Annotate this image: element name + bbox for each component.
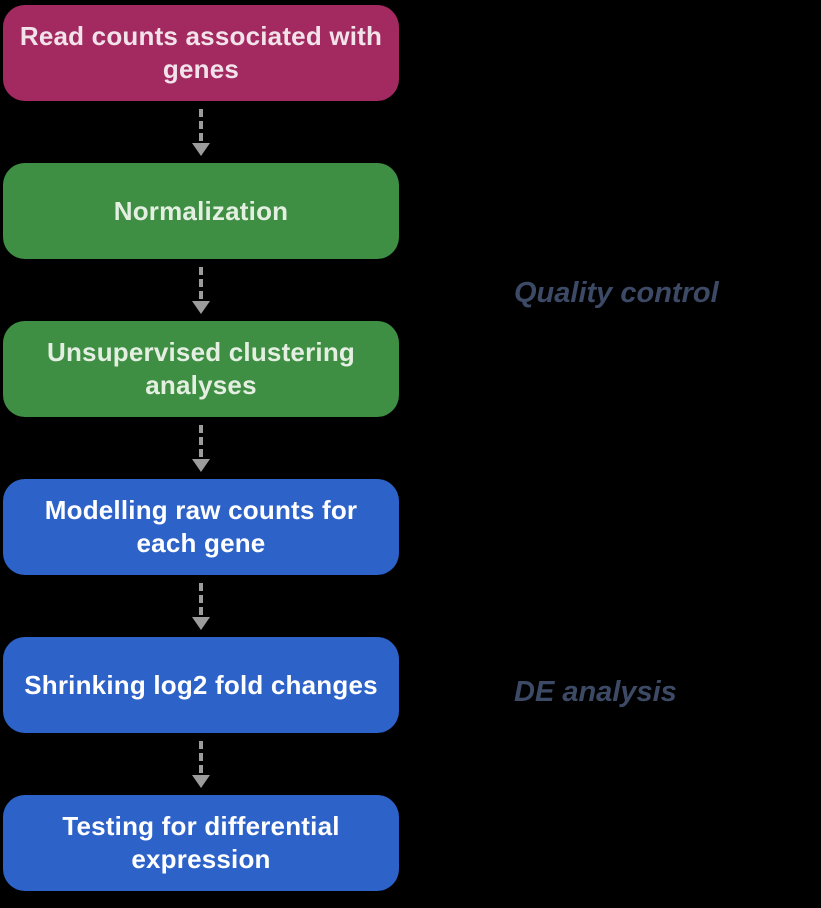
arrow-dash [199,424,203,457]
step-testing-differential-expression: Testing for differential expression [3,795,399,891]
annotation-de-analysis: DE analysis [514,676,677,708]
arrow-head [192,616,210,630]
arrow-head [192,142,210,156]
arrow-dash [199,582,203,615]
arrow-down-icon [3,575,399,637]
arrow-down-icon [3,259,399,321]
step-normalization: Normalization [3,163,399,259]
arrow-head [192,774,210,788]
arrow-dash [199,740,203,773]
arrow-head [192,300,210,314]
arrow-down-icon [3,733,399,795]
step-read-counts: Read counts associated with genes [3,5,399,101]
arrow-down-icon [3,417,399,479]
step-label: Normalization [113,195,289,226]
arrow-head [192,458,210,472]
step-label: Shrinking log2 fold changes [24,669,378,700]
step-label: Read counts associated with genes [19,21,383,84]
step-shrinking-log2-fold-changes: Shrinking log2 fold changes [3,637,399,733]
flow-column: Read counts associated with genes Normal… [3,5,399,891]
arrow-dash [199,266,203,299]
step-modelling-raw-counts: Modelling raw counts for each gene [3,479,399,575]
arrow-down-icon [3,101,399,163]
step-label: Modelling raw counts for each gene [44,495,358,558]
step-label: Testing for differential expression [62,811,340,874]
arrow-dash [199,108,203,141]
step-label: Unsupervised clustering analyses [46,337,356,400]
step-unsupervised-clustering: Unsupervised clustering analyses [3,321,399,417]
annotation-quality-control: Quality control [514,277,719,309]
